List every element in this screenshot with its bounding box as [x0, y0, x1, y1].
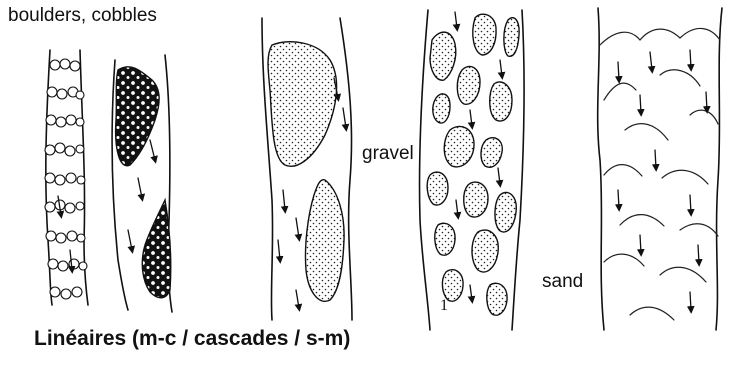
cobble-bar-lower: [142, 200, 170, 298]
panel-alternate-bars: [112, 55, 172, 312]
caption: Linéaires (m-c / cascades / s-m): [34, 327, 350, 351]
label-gravel: gravel: [360, 143, 416, 165]
panel-step-pool: [45, 50, 88, 305]
svg-text:1: 1: [440, 297, 448, 314]
panel-braided-bars: 1: [419, 10, 524, 330]
braid-bars: [427, 14, 519, 315]
label-sand: sand: [540, 271, 585, 293]
panel-sand-ripples: [598, 8, 722, 330]
boulder-steps: [45, 59, 87, 299]
gravel-bar-lower: [305, 180, 344, 302]
panel-gravel-bars: [262, 18, 352, 320]
gravel-bar-upper: [268, 42, 337, 167]
label-boulders: boulders, cobbles: [8, 5, 157, 27]
